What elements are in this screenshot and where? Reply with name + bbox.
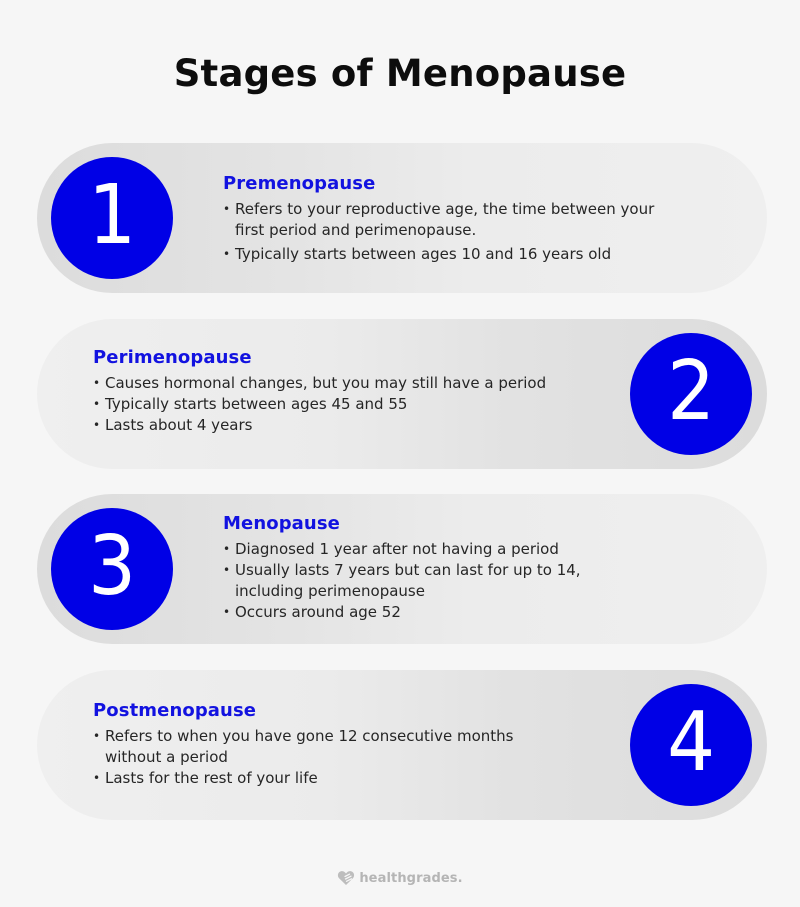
heart-hand-icon — [337, 870, 355, 886]
stage-bullet-list: Diagnosed 1 year after not having a peri… — [223, 539, 581, 623]
stage-bullet: Lasts for the rest of your life — [93, 768, 513, 789]
stage-card-premenopause: 1 Premenopause Refers to your reproducti… — [37, 143, 767, 293]
stage-bullet-list: Refers to when you have gone 12 consecut… — [93, 726, 513, 789]
stage-heading: Premenopause — [223, 173, 376, 194]
stage-bullet: Occurs around age 52 — [223, 602, 581, 623]
brand-name: healthgrades. — [359, 870, 463, 886]
stage-card-perimenopause: 2 Perimenopause Causes hormonal changes,… — [37, 319, 767, 469]
stage-bullet: Usually lasts 7 years but can last for u… — [223, 560, 581, 602]
stage-bullet: Typically starts between ages 45 and 55 — [93, 394, 546, 415]
stage-number-badge: 4 — [630, 684, 752, 806]
stage-number: 1 — [87, 168, 136, 263]
stage-card-postmenopause: 4 Postmenopause Refers to when you have … — [37, 670, 767, 820]
stage-card-menopause: 3 Menopause Diagnosed 1 year after not h… — [37, 494, 767, 644]
stage-content: Perimenopause Causes hormonal changes, b… — [93, 347, 546, 436]
stage-bullet-list: Refers to your reproductive age, the tim… — [223, 199, 654, 265]
stage-heading: Menopause — [223, 513, 340, 534]
stage-bullet: Diagnosed 1 year after not having a peri… — [223, 539, 581, 560]
stage-number: 4 — [666, 695, 715, 790]
stage-number: 3 — [87, 519, 136, 614]
stage-number: 2 — [666, 344, 715, 439]
stage-bullet: Lasts about 4 years — [93, 415, 546, 436]
stage-heading: Perimenopause — [93, 347, 252, 368]
stage-bullet-list: Causes hormonal changes, but you may sti… — [93, 373, 546, 436]
stage-number-badge: 2 — [630, 333, 752, 455]
footer-logo: healthgrades. — [0, 870, 800, 886]
stage-bullet: Typically starts between ages 10 and 16 … — [223, 244, 654, 265]
stage-content: Premenopause Refers to your reproductive… — [223, 173, 654, 265]
stage-number-badge: 3 — [51, 508, 173, 630]
stage-heading: Postmenopause — [93, 700, 257, 721]
stage-number-badge: 1 — [51, 157, 173, 279]
page-title: Stages of Menopause — [173, 52, 627, 95]
stage-content: Postmenopause Refers to when you have go… — [93, 700, 513, 789]
stage-bullet: Causes hormonal changes, but you may sti… — [93, 373, 546, 394]
stage-bullet: Refers to your reproductive age, the tim… — [223, 199, 654, 241]
stage-content: Menopause Diagnosed 1 year after not hav… — [223, 513, 581, 623]
stage-bullet: Refers to when you have gone 12 consecut… — [93, 726, 513, 768]
